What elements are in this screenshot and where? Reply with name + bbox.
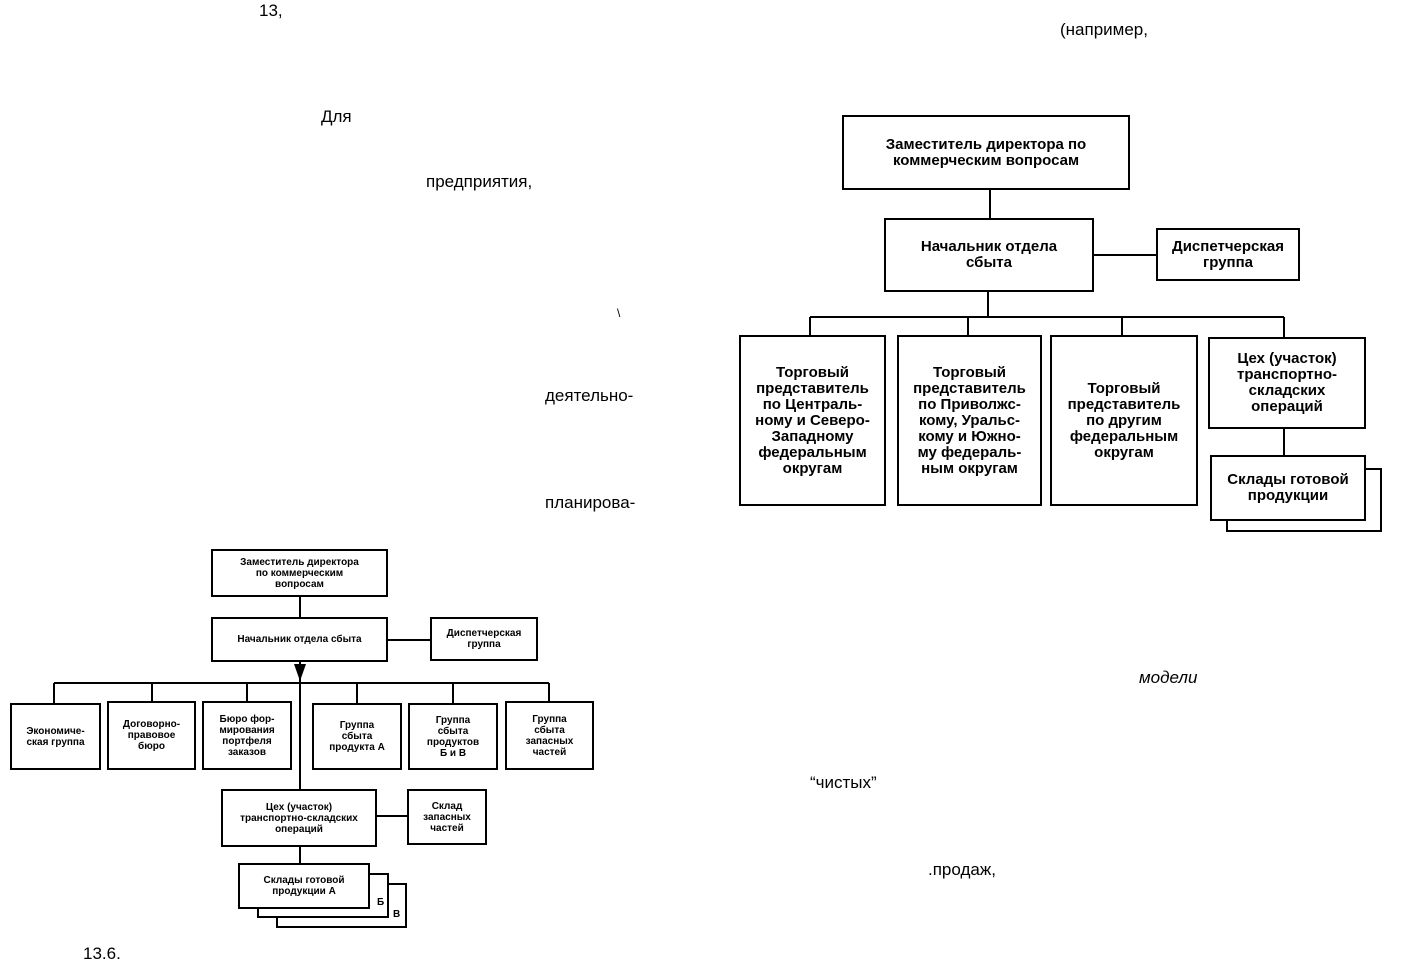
legal-bureau-box: Договорно- правовое бюро <box>107 701 196 770</box>
left-dispatch-group-box: Диспетчерская группа <box>430 617 538 661</box>
sales-group-a-box: Группа сбыта продукта А <box>312 703 402 770</box>
economic-group-box: Экономиче- ская группа <box>10 703 101 770</box>
sales-rep-volga-box: Торговый представитель по Приволжс- кому… <box>897 335 1042 506</box>
sales-rep-central-box: Торговый представитель по Централь- ному… <box>739 335 886 506</box>
text-fragment-prodazh: .продаж, <box>928 860 996 879</box>
text-fragment-chistyh: “чистых” <box>810 773 877 792</box>
warehouse-v-label: В <box>393 909 401 920</box>
order-portfolio-bureau-box: Бюро фор- мирования портфеля заказов <box>202 701 292 770</box>
dispatch-group-box: Диспетчерская группа <box>1156 228 1300 281</box>
left-transport-shop-box: Цех (участок) транспортно-складских опер… <box>221 789 377 847</box>
sales-rep-other-box: Торговый представитель по другим федерал… <box>1050 335 1198 506</box>
text-fragment-dlya: Для <box>321 107 352 126</box>
sales-head-box: Начальник отдела сбыта <box>884 218 1094 292</box>
warehouse-b-label: Б <box>377 897 385 908</box>
text-fragment-deyat: деятельно- <box>545 386 634 405</box>
sales-group-bv-box: Группа сбыта продуктов Б и В <box>408 703 498 770</box>
text-fragment-modeli: модели <box>1139 668 1198 687</box>
spare-parts-store-box: Склад запасных частей <box>407 789 487 845</box>
sales-group-parts-box: Группа сбыта запасных частей <box>505 701 594 770</box>
figure-number: 13.6. <box>83 944 121 963</box>
finished-goods-warehouse-a-box: Склады готовой продукции А <box>238 863 370 909</box>
text-fragment-tick: \ <box>617 306 621 320</box>
text-fragment-plan: планирова- <box>545 493 636 512</box>
text-fragment-predpr: предприятия, <box>426 172 533 191</box>
left-sales-head-box: Начальник отдела сбыта <box>211 617 388 662</box>
finished-goods-warehouses-box: Склады готовой продукции <box>1210 455 1366 521</box>
text-fragment-13: 13, <box>259 1 283 20</box>
text-fragment-napr: (например, <box>1060 20 1148 39</box>
deputy-director-box: Заместитель директора по коммерческим во… <box>842 115 1130 190</box>
left-deputy-director-box: Заместитель директора по коммерческим во… <box>211 549 388 597</box>
transport-shop-box: Цех (участок) транспортно- складских опе… <box>1208 337 1366 429</box>
